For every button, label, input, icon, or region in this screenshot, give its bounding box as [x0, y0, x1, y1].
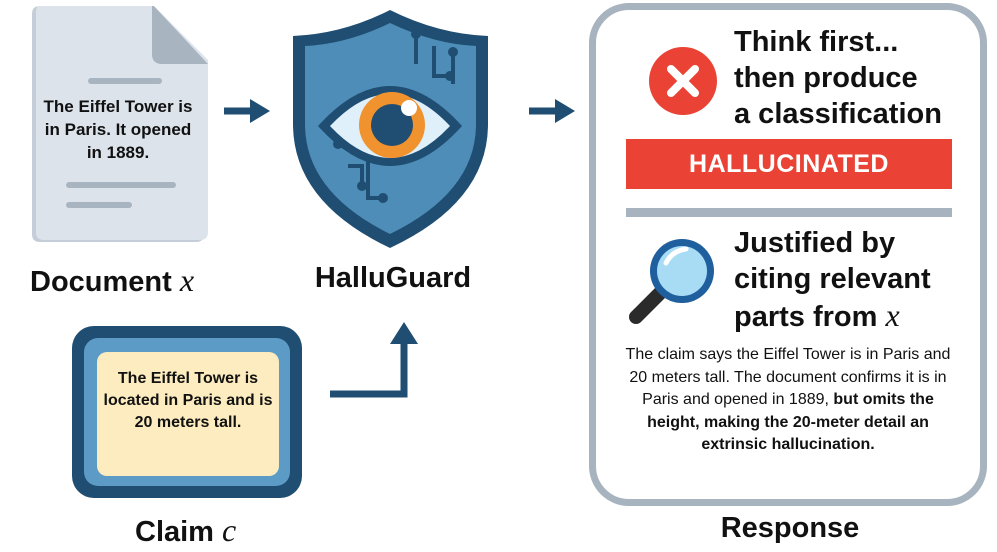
classification-banner: HALLUCINATED [626, 139, 952, 189]
explanation-plain: The claim says the Eiffel Tower is in Pa… [625, 346, 951, 408]
document-variable: x [179, 262, 195, 298]
document-icon [32, 6, 208, 242]
shield-eye-icon [293, 10, 488, 248]
document-label: Document x [30, 262, 195, 298]
arrow-up-icon [330, 322, 418, 398]
explanation-bold: but omits the height, making the 20-mete… [647, 391, 934, 453]
halluguard-label: HalluGuard [314, 262, 472, 294]
claim-card-body [97, 352, 279, 476]
response-label: Response [720, 512, 860, 544]
claim-variable: c [222, 512, 237, 548]
document-text: The Eiffel Tower is in Paris. It opened … [43, 97, 193, 162]
x-circle-icon [649, 47, 717, 115]
think-first-text: Think first... then produce a classifica… [734, 26, 942, 130]
claim-label: Claim c [135, 512, 237, 548]
claim-text: The Eiffel Tower is located in Paris and… [103, 370, 273, 431]
justified-text: Justified by citing relevant parts from … [734, 227, 931, 333]
arrow-right-icon [224, 99, 270, 123]
magnifier-icon [629, 239, 714, 324]
arrow-right-icon [529, 99, 575, 123]
justified-variable: x [885, 297, 900, 333]
divider [626, 208, 952, 217]
explanation-text: The claim says the Eiffel Tower is in Pa… [615, 344, 961, 457]
